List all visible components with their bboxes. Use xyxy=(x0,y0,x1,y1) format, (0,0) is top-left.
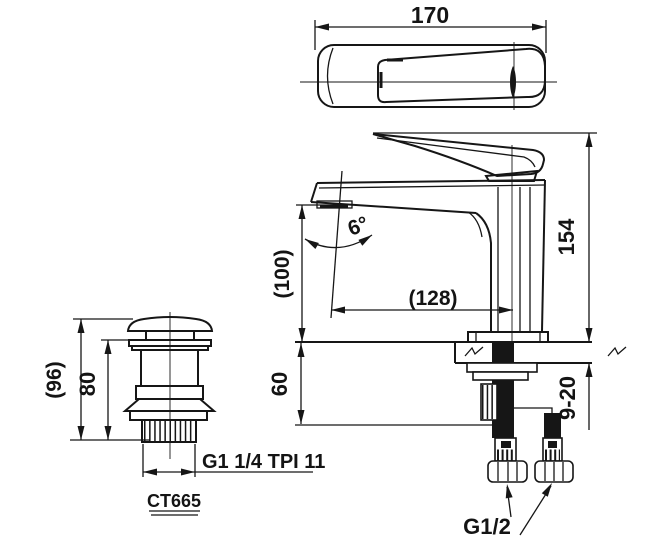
dim-overall-height: 154 xyxy=(373,132,597,342)
spout-underside xyxy=(310,201,477,214)
body-elbow-inner-curve xyxy=(467,211,483,238)
body-right-edge xyxy=(541,179,546,332)
spout-tip-face xyxy=(310,182,318,203)
dim-label-6deg: 6° xyxy=(345,212,372,240)
drain-ring xyxy=(135,385,204,400)
hose2-coupling-mark xyxy=(548,441,557,448)
dim-label-128: (128) xyxy=(408,287,457,310)
drain-body xyxy=(140,349,199,387)
top-view xyxy=(300,42,557,110)
arrow-arc-left xyxy=(305,239,319,250)
supply-connections xyxy=(466,342,574,483)
body-left-edge xyxy=(475,212,492,331)
dim-top-width: 170 xyxy=(314,2,547,53)
drain-tail xyxy=(141,419,197,443)
arrow-down xyxy=(297,410,305,424)
mounting-washer xyxy=(466,362,538,373)
mounting-stud xyxy=(480,383,498,421)
arrow-down xyxy=(298,328,306,342)
arrow-up xyxy=(77,319,85,333)
arrow-up xyxy=(585,133,593,147)
arrow-right xyxy=(532,23,546,31)
arrow-left xyxy=(143,468,157,476)
leader-arrow xyxy=(541,483,552,497)
spout-top-edge xyxy=(316,179,546,184)
arrow-right xyxy=(499,306,513,314)
hose2-body xyxy=(544,413,561,438)
top-view-pivot-screw xyxy=(510,66,516,98)
arrow-up xyxy=(585,363,593,377)
arrow-arc-right xyxy=(358,235,372,246)
base-flange xyxy=(467,331,549,343)
drain-cap xyxy=(126,316,214,332)
side-view xyxy=(310,133,549,343)
label-g12: G1/2 xyxy=(463,514,511,539)
arrow-right xyxy=(181,468,195,476)
dim-label-100: (100) xyxy=(271,249,294,298)
mounting-nut xyxy=(472,371,529,381)
dim-label-60: 60 xyxy=(267,372,292,396)
hose1-coupling-mark xyxy=(501,441,511,448)
top-view-handle-outline xyxy=(377,47,546,104)
dim-spout-height: (100) xyxy=(271,204,333,342)
spout-top-inner-edge xyxy=(318,184,546,189)
top-view-spout-tip-inner-curve xyxy=(326,47,334,105)
deck-section xyxy=(295,341,627,364)
arrow-left xyxy=(331,306,345,314)
arrow-down xyxy=(77,426,85,440)
dim-label-154: 154 xyxy=(554,218,579,255)
dim-drain-thread: G1 1/4 TPI 11 xyxy=(142,444,325,477)
drain-fitting xyxy=(122,312,217,459)
drain-skirt xyxy=(122,398,217,412)
arrow-down xyxy=(585,328,593,342)
arrow-up xyxy=(298,205,306,219)
dim-deck-thickness: 9-20 xyxy=(555,363,593,430)
dim-shank-length: 60 xyxy=(267,343,492,426)
leader-arrow xyxy=(505,484,513,499)
arrow-up xyxy=(104,340,112,354)
callout-supply-thread: G1/2 xyxy=(463,483,552,539)
dim-label-80: 80 xyxy=(75,372,100,396)
drain-skirt-flange xyxy=(129,410,208,421)
dim-drain-overall-height: (96) xyxy=(43,318,150,441)
dim-label-drain-thread: G1 1/4 TPI 11 xyxy=(202,451,325,473)
model-code-block: CT665 xyxy=(147,491,201,516)
dim-label-9-20: 9-20 xyxy=(555,376,580,420)
angle-reference-line xyxy=(330,170,343,319)
arrow-left xyxy=(315,23,329,31)
deck-break-mark xyxy=(464,346,484,357)
deck-break-mark xyxy=(607,346,627,357)
model-code-label: CT665 xyxy=(147,491,201,511)
handle-lever xyxy=(372,133,546,178)
dim-label-170: 170 xyxy=(411,2,449,28)
dim-spout-reach: (128) xyxy=(331,287,513,314)
dim-drain-body-height: 80 xyxy=(75,339,133,440)
arrow-down xyxy=(104,426,112,440)
hose2-outline xyxy=(514,407,553,413)
handle-lever-edge xyxy=(376,137,536,168)
arrow-up xyxy=(297,343,305,357)
dim-label-96: (96) xyxy=(43,361,66,398)
